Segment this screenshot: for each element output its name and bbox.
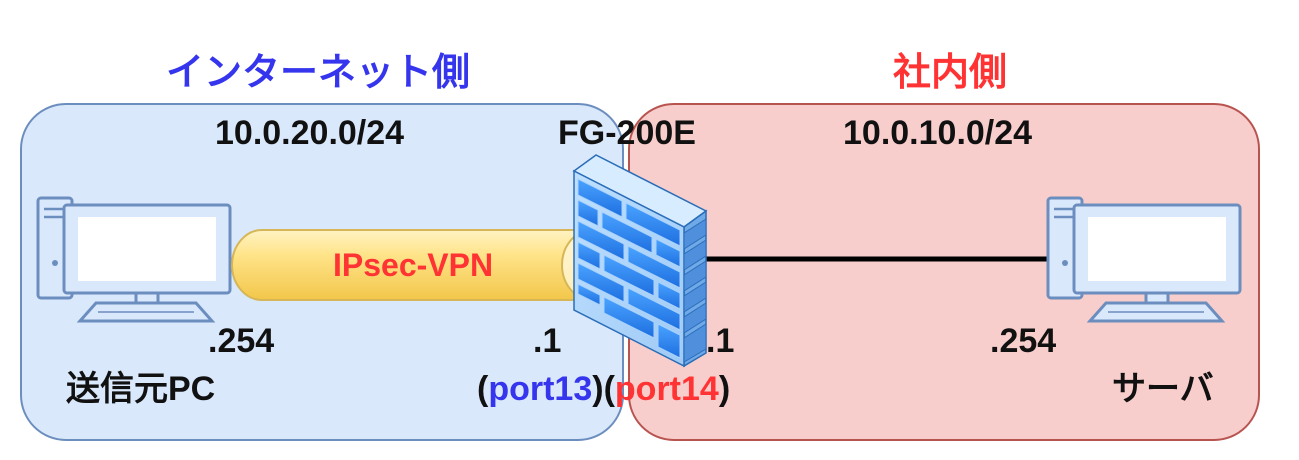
port13-ip-label: .1 (533, 322, 562, 360)
internet-subnet-label: 10.0.20.0/24 (215, 114, 405, 152)
paren-close-2: ) (718, 370, 731, 408)
firewall-model-label: FG-200E (558, 114, 696, 152)
port13-label: port13 (488, 370, 593, 408)
server-label: サーバ (1112, 370, 1214, 408)
internal-subnet-label: 10.0.10.0/24 (843, 114, 1033, 152)
internal-zone-title: 社内側 (893, 52, 1008, 94)
source-pc-label: 送信元PC (66, 370, 216, 408)
port-labels: (port13)(port14) (477, 372, 730, 406)
paren-open-2: ( (603, 370, 615, 408)
server-ip-label: .254 (990, 322, 1057, 360)
port14-label: port14 (614, 370, 719, 408)
internet-zone-title: インターネット側 (166, 52, 471, 94)
source-pc-computer-icon (36, 196, 232, 323)
firewall-icon (572, 154, 708, 368)
server-computer-icon (1046, 196, 1242, 323)
paren-close: ) (592, 370, 604, 408)
paren-open: ( (477, 370, 489, 408)
source-pc-ip-label: .254 (208, 322, 275, 360)
vpn-tunnel-label: IPsec-VPN (333, 247, 494, 283)
port14-ip-label: .1 (706, 322, 735, 360)
